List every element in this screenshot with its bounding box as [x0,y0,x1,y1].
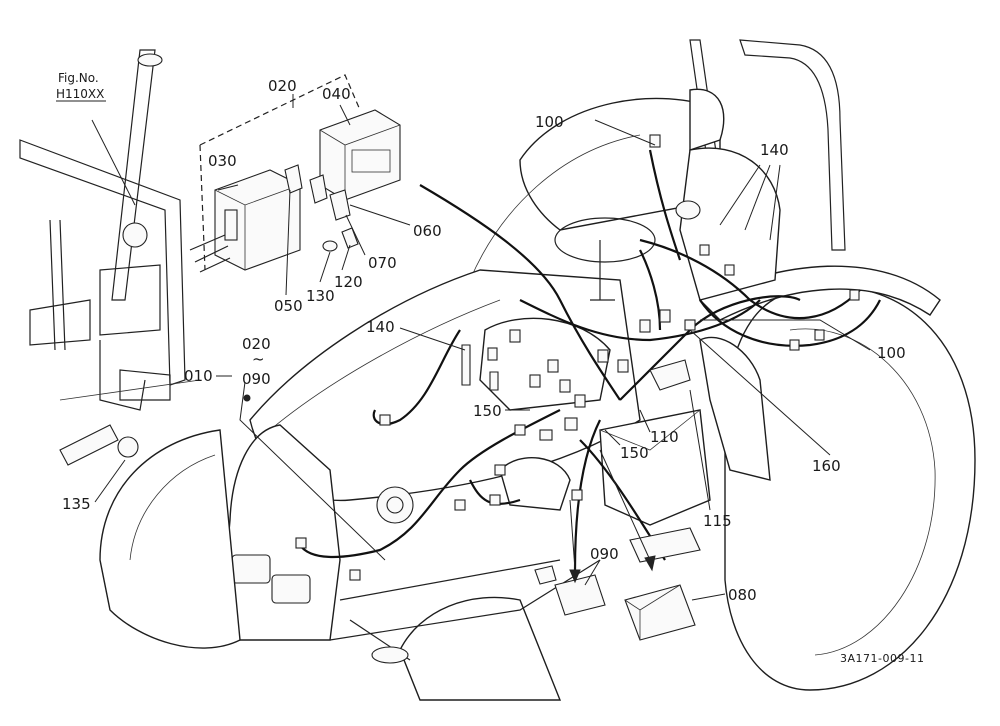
callout-120: 120 [334,273,363,291]
leader-lines [91,94,871,601]
callout-040: 040 [322,85,351,103]
callout-labels: 020 040 030 050 060 070 120 130 020 ~ 09… [62,77,906,604]
callout-060: 060 [413,222,442,240]
wiring-harness [295,134,881,581]
callout-115: 115 [703,512,732,530]
figure-reference-label: Fig.No. [58,71,99,85]
figure-reference-number: H110XX [56,87,104,101]
tractor-body-drawing [19,39,976,701]
callout-150-left: 150 [473,402,502,420]
callout-030: 030 [208,152,237,170]
callout-110: 110 [650,428,679,446]
callout-090: 090 [590,545,619,563]
callout-150-right: 150 [620,444,649,462]
callout-090-range: 090 [242,370,271,388]
callout-100-right: 100 [877,344,906,362]
callout-010: 010 [184,367,213,385]
document-id: 3A171-009-11 [840,652,924,665]
callout-130: 130 [306,287,335,305]
callout-050: 050 [274,297,303,315]
callout-020-top: 020 [268,77,297,95]
callout-100-top: 100 [535,113,564,131]
callout-160: 160 [812,457,841,475]
callout-135: 135 [62,495,91,513]
fuse-box-exploded-view [189,74,401,273]
callout-080: 080 [728,586,757,604]
callout-140-mid: 140 [366,318,395,336]
callout-070: 070 [368,254,397,272]
callout-140-top: 140 [760,141,789,159]
callout-020-range: 020 [242,335,271,353]
figure-reference: Fig.No. H110XX [56,71,106,102]
callout-tilde: ~ [252,350,265,368]
